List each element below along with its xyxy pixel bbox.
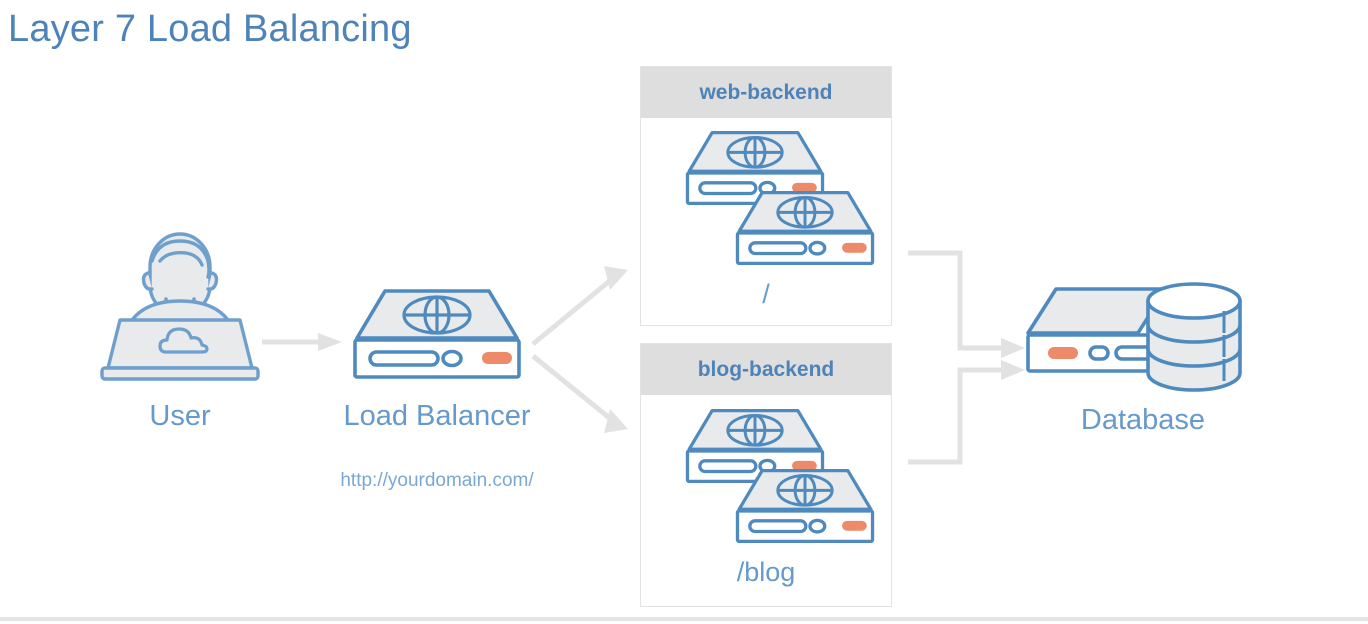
server-globe-icon <box>735 468 875 544</box>
group-blog-backend: blog-backend <box>640 343 892 607</box>
bottom-divider <box>0 617 1368 621</box>
path-label-web-backend: / <box>762 279 770 309</box>
group-header-blog-backend <box>641 344 891 395</box>
path-label-blog-backend: /blog <box>736 557 796 587</box>
server-globe-icon <box>735 190 875 266</box>
load-balancer-label: Load Balancer <box>343 400 531 432</box>
group-title-blog-backend: blog-backend <box>697 358 835 381</box>
user-label: User <box>149 400 211 432</box>
user-laptop-icon <box>100 232 260 381</box>
database-stack-icon <box>1026 282 1242 392</box>
edge-blog-backend-to-database <box>908 360 1025 465</box>
group-header-web-backend <box>641 67 891 118</box>
page-title: Layer 7 Load Balancing <box>8 8 412 50</box>
group-title-web-backend: web-backend <box>699 81 833 104</box>
edge-web-backend-to-database <box>908 250 1025 358</box>
edge-lb-to-web-backend <box>531 266 628 346</box>
edge-user-to-load-balancer <box>262 333 342 351</box>
edge-lb-to-blog-backend <box>531 354 628 433</box>
server-globe-icon <box>353 289 521 379</box>
load-balancer-url: http://yourdomain.com/ <box>340 470 534 491</box>
group-web-backend: web-backend <box>640 66 892 326</box>
database-label: Database <box>1080 404 1206 436</box>
